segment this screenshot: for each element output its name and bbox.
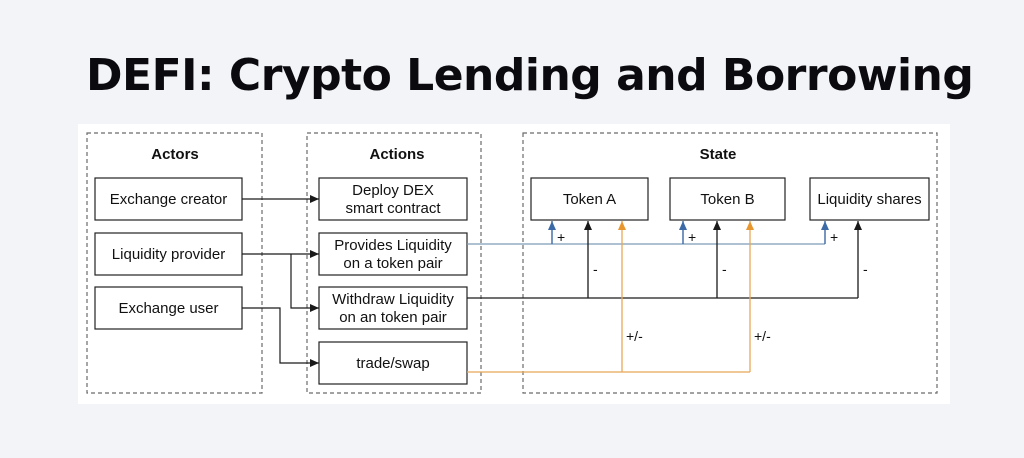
actions-heading: Actions bbox=[369, 146, 424, 163]
token-b-plus-minus-sign: +/- bbox=[754, 328, 771, 344]
provide-liquidity-label-line2: on a token pair bbox=[343, 255, 442, 272]
token-b-minus-sign: - bbox=[722, 261, 727, 277]
state-heading: State bbox=[700, 146, 737, 163]
token-a-plus-sign: + bbox=[557, 229, 565, 245]
liquidity-shares-plus-sign: + bbox=[830, 229, 838, 245]
token-a-plus-minus-sign: +/- bbox=[626, 328, 643, 344]
withdraw-liquidity-label-line2: on an token pair bbox=[339, 309, 447, 326]
deploy-dex-label-line1: Deploy DEX bbox=[352, 182, 434, 199]
liquidity-shares-box bbox=[809, 177, 930, 221]
provide-liquidity-label-line1: Provides Liquidity bbox=[334, 237, 452, 254]
trade-swap-box bbox=[318, 341, 468, 385]
exchange-creator-label: Exchange creator bbox=[110, 191, 228, 208]
token-b-plus-sign: + bbox=[688, 229, 696, 245]
deploy-dex-label-line2: smart contract bbox=[345, 200, 441, 217]
deploy-dex-box bbox=[318, 177, 468, 221]
provide-liquidity-box bbox=[318, 232, 468, 276]
liquidity-shares-label: Liquidity shares bbox=[817, 191, 921, 208]
trade-swap-label: trade/swap bbox=[356, 355, 429, 372]
exchange-creator-box bbox=[94, 177, 243, 221]
actors-group bbox=[86, 132, 263, 394]
actions-group bbox=[306, 132, 482, 394]
provider-to-withdraw-connector bbox=[290, 254, 319, 312]
liquidity-shares-minus-sign: - bbox=[863, 261, 868, 277]
actors-heading: Actors bbox=[151, 146, 199, 163]
token-a-label: Token A bbox=[563, 191, 616, 208]
token-b-label: Token B bbox=[700, 191, 754, 208]
token-a-minus-sign: - bbox=[593, 261, 598, 277]
page-title: DEFI: Crypto Lending and Borrowing bbox=[86, 50, 974, 101]
state-group bbox=[522, 132, 938, 394]
token-b-box bbox=[669, 177, 786, 221]
user-to-trade-connector bbox=[242, 307, 319, 367]
withdraw-liquidity-label-line1: Withdraw Liquidity bbox=[332, 291, 454, 308]
liquidity-provider-label: Liquidity provider bbox=[112, 246, 225, 263]
withdraw-liquidity-box bbox=[318, 286, 468, 330]
token-a-box bbox=[530, 177, 649, 221]
exchange-user-label: Exchange user bbox=[118, 300, 218, 317]
liquidity-provider-box bbox=[94, 232, 243, 276]
